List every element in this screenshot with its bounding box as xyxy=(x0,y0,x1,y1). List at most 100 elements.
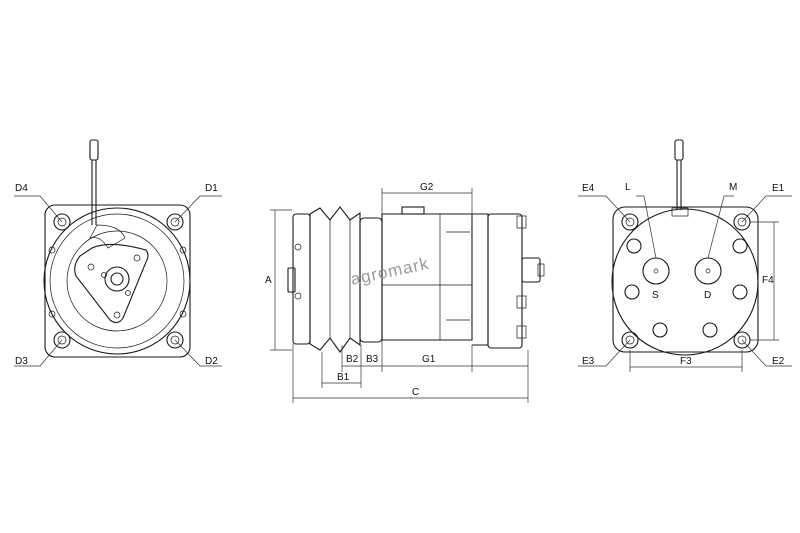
label-m: M xyxy=(729,182,737,193)
rear-wire xyxy=(676,160,682,210)
side-view: agromark A G2 B2 B3 G1 B1 C xyxy=(265,182,545,403)
side-service-cap xyxy=(537,263,545,277)
dim-row1-ext xyxy=(341,340,473,372)
label-f3: F3 xyxy=(680,356,692,367)
side-rivet xyxy=(294,243,302,251)
rear-discharge-port xyxy=(694,257,722,285)
side-body-rib xyxy=(446,231,470,321)
label-d1: D1 xyxy=(205,183,218,194)
rear-head-bolt xyxy=(652,322,668,338)
front-small-hole xyxy=(48,310,56,318)
front-mount-hole xyxy=(57,335,67,345)
label-e3: E3 xyxy=(582,356,595,367)
rear-suction-port xyxy=(642,257,670,285)
rear-head-bolt xyxy=(626,238,642,254)
front-hub-rivet xyxy=(87,263,95,271)
rear-head-bolt xyxy=(624,284,640,300)
leader-d4 xyxy=(14,195,63,223)
leader-d3 xyxy=(14,339,63,367)
front-hub-rivet xyxy=(133,254,141,262)
leader-e2 xyxy=(741,339,792,367)
rear-head-bolt xyxy=(732,238,748,254)
dim-f3-ext xyxy=(629,350,743,372)
front-small-hole xyxy=(179,246,187,254)
rear-mount-hole xyxy=(625,335,635,345)
rear-mount-boss xyxy=(621,331,639,349)
front-mount-hole xyxy=(170,335,180,345)
front-small-hole xyxy=(48,246,56,254)
dim-g2-ext xyxy=(381,188,473,214)
side-top-fitting xyxy=(401,206,425,215)
side-service-port xyxy=(521,257,541,283)
front-mount-hole xyxy=(170,217,180,227)
label-f4: F4 xyxy=(762,275,774,286)
rear-suction-center xyxy=(653,268,659,274)
side-rivet xyxy=(294,292,302,300)
label-g1: G1 xyxy=(422,354,436,365)
rear-mount-hole xyxy=(625,217,635,227)
dim-f4-ext xyxy=(750,221,779,341)
watermark: agromark xyxy=(349,254,431,289)
rear-mount-hole xyxy=(737,217,747,227)
label-d4: D4 xyxy=(15,183,28,194)
rear-discharge-center xyxy=(705,268,711,274)
label-e2: E2 xyxy=(772,356,785,367)
rear-head-bolt xyxy=(702,322,718,338)
rear-head-bolt xyxy=(732,284,748,300)
front-hub-boss xyxy=(104,266,130,292)
front-clutch-rim xyxy=(43,207,191,355)
leader-d2 xyxy=(174,339,222,367)
leader-e4 xyxy=(578,195,631,223)
front-clutch-ring xyxy=(49,213,185,349)
label-d3: D3 xyxy=(15,356,28,367)
leader-e3 xyxy=(578,339,631,367)
front-view: D4 D1 D3 D2 xyxy=(14,139,222,367)
side-rear-bolt xyxy=(516,325,527,339)
front-mount-boss xyxy=(53,213,71,231)
label-d: D xyxy=(704,290,711,301)
dim-b1-ext xyxy=(321,352,362,388)
rear-mount-hole xyxy=(737,335,747,345)
side-rear-bolt xyxy=(516,295,527,309)
front-coil-lead xyxy=(89,224,126,249)
front-hub-rivet xyxy=(101,272,107,278)
front-hub-rivet xyxy=(113,311,121,319)
label-d2: D2 xyxy=(205,356,218,367)
front-mount-boss xyxy=(166,213,184,231)
rear-view: S D L M E4 E1 E3 E2 F3 F4 xyxy=(578,139,792,372)
label-g2: G2 xyxy=(420,182,434,193)
dim-a-ext xyxy=(270,209,292,351)
label-e1: E1 xyxy=(772,183,785,194)
label-s: S xyxy=(652,290,659,301)
front-small-hole xyxy=(179,310,187,318)
label-b3: B3 xyxy=(366,354,379,365)
label-l: L xyxy=(625,182,631,193)
side-shaft-nut xyxy=(287,267,296,293)
front-mount-hole xyxy=(57,217,67,227)
side-hub-plate xyxy=(292,213,311,345)
front-mount-boss xyxy=(53,331,71,349)
dim-c-ext xyxy=(292,344,529,403)
front-connector xyxy=(89,139,99,161)
leader-l xyxy=(636,195,657,259)
rear-head-outline xyxy=(611,208,759,356)
label-c: C xyxy=(412,387,419,398)
front-hub-plate xyxy=(74,243,149,324)
side-rear-head xyxy=(472,213,489,346)
rear-connector xyxy=(674,139,684,161)
leader-d1 xyxy=(174,195,222,223)
front-shaft xyxy=(110,272,124,286)
side-main-body xyxy=(381,213,473,341)
leader-e1 xyxy=(741,195,792,223)
front-clutch-inner xyxy=(66,230,168,332)
rear-mount-boss xyxy=(621,213,639,231)
label-b1: B1 xyxy=(337,372,350,383)
front-hub-rivet xyxy=(125,290,131,296)
label-a: A xyxy=(265,275,272,286)
side-rear-bolt xyxy=(516,215,527,229)
leader-m xyxy=(707,195,734,259)
label-e4: E4 xyxy=(582,183,595,194)
front-mount-boss xyxy=(166,331,184,349)
